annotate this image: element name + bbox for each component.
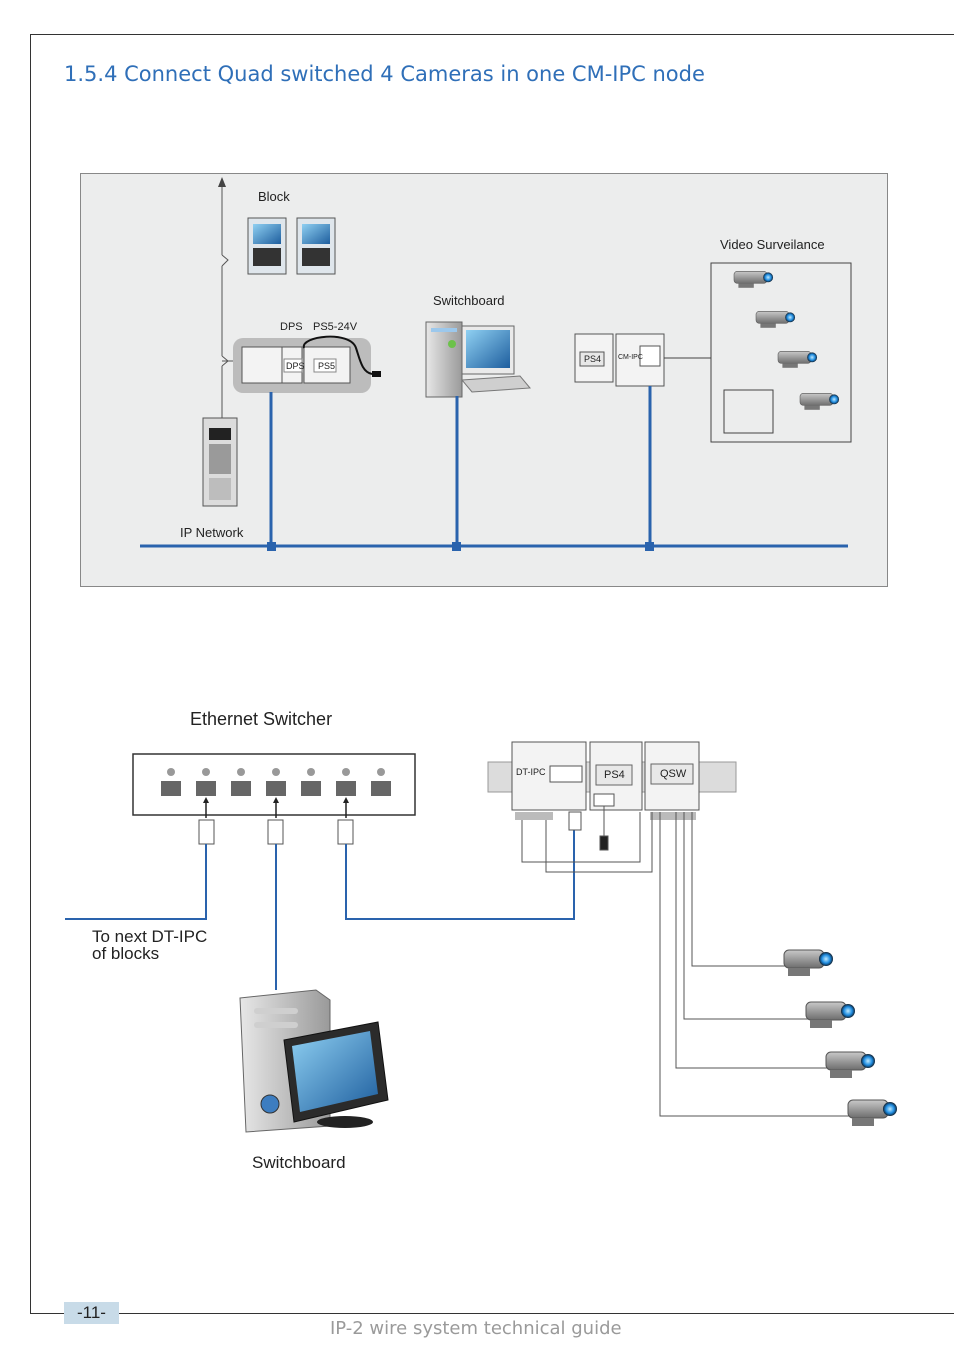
camera-icon: [847, 1099, 897, 1126]
ethernet-switch: [132, 753, 416, 816]
ps5-module-badge: [313, 358, 337, 373]
camera-icon: [783, 949, 833, 976]
dps-ps5-unit: [233, 335, 381, 393]
camera-icon: [733, 271, 774, 288]
page-frame-left: [30, 34, 31, 1314]
switchboard-pc-icon: [239, 989, 389, 1133]
module-wiring: [521, 806, 850, 1117]
video-surveillance-label: Video Surveilance: [720, 237, 825, 252]
ip-network-bus: [140, 386, 848, 551]
ps4-module-badge: [579, 351, 605, 367]
qsw-module-label: QSW: [660, 768, 687, 780]
dps-label: DPS: [280, 321, 303, 333]
ps5-label: PS5-24V: [313, 321, 358, 333]
ps4-module-badge: [595, 764, 633, 786]
next-dtipc-label-line1: To next DT-IPC: [92, 927, 208, 946]
dtipc-module-label: DT-IPC: [516, 767, 546, 777]
ps4-module-label-bottom: PS4: [604, 769, 625, 781]
page-number: -11-: [64, 1302, 119, 1324]
camera-icon: [825, 1051, 875, 1078]
dvr-box: [723, 389, 774, 434]
ethernet-switcher-label: Ethernet Switcher: [190, 709, 333, 729]
ps5-module-label: PS5: [318, 361, 336, 371]
switchboard-label-top: Switchboard: [433, 293, 505, 308]
video-surveillance-box: [710, 262, 852, 443]
switchboard-label-bottom: Switchboard: [252, 1153, 346, 1172]
qsw-module-badge: [650, 763, 694, 785]
rj45-plug-icon: [198, 797, 215, 845]
camera-icon: [805, 1001, 855, 1028]
camera-icon: [799, 393, 840, 410]
footer-title: IP-2 wire system technical guide: [330, 1318, 622, 1339]
monitor-icon: [296, 217, 336, 275]
ps4-module-label: PS4: [584, 354, 602, 364]
page-frame-top: [30, 34, 954, 35]
page-frame-bottom: [30, 1313, 954, 1314]
din-rail-assembly: [487, 741, 737, 831]
dps-module-label: DPS: [286, 361, 305, 371]
switchboard-pc-icon: [425, 321, 532, 398]
cmipc-module-label: CM-IPC: [618, 354, 643, 361]
door-station-icon: [202, 417, 238, 507]
section-title: 1.5.4 Connect Quad switched 4 Cameras in…: [64, 62, 705, 86]
dps-module-badge: [283, 358, 303, 373]
block-label: Block: [258, 189, 290, 204]
next-dtipc-label-line2: of blocks: [92, 944, 160, 963]
ip-network-label: IP Network: [180, 525, 244, 540]
camera-icon: [777, 351, 818, 368]
camera-icon: [755, 311, 796, 328]
riser-line: [218, 177, 236, 418]
monitor-icon: [247, 217, 287, 275]
rj45-plug-icon: [337, 797, 354, 845]
lan-cables: [65, 830, 575, 990]
